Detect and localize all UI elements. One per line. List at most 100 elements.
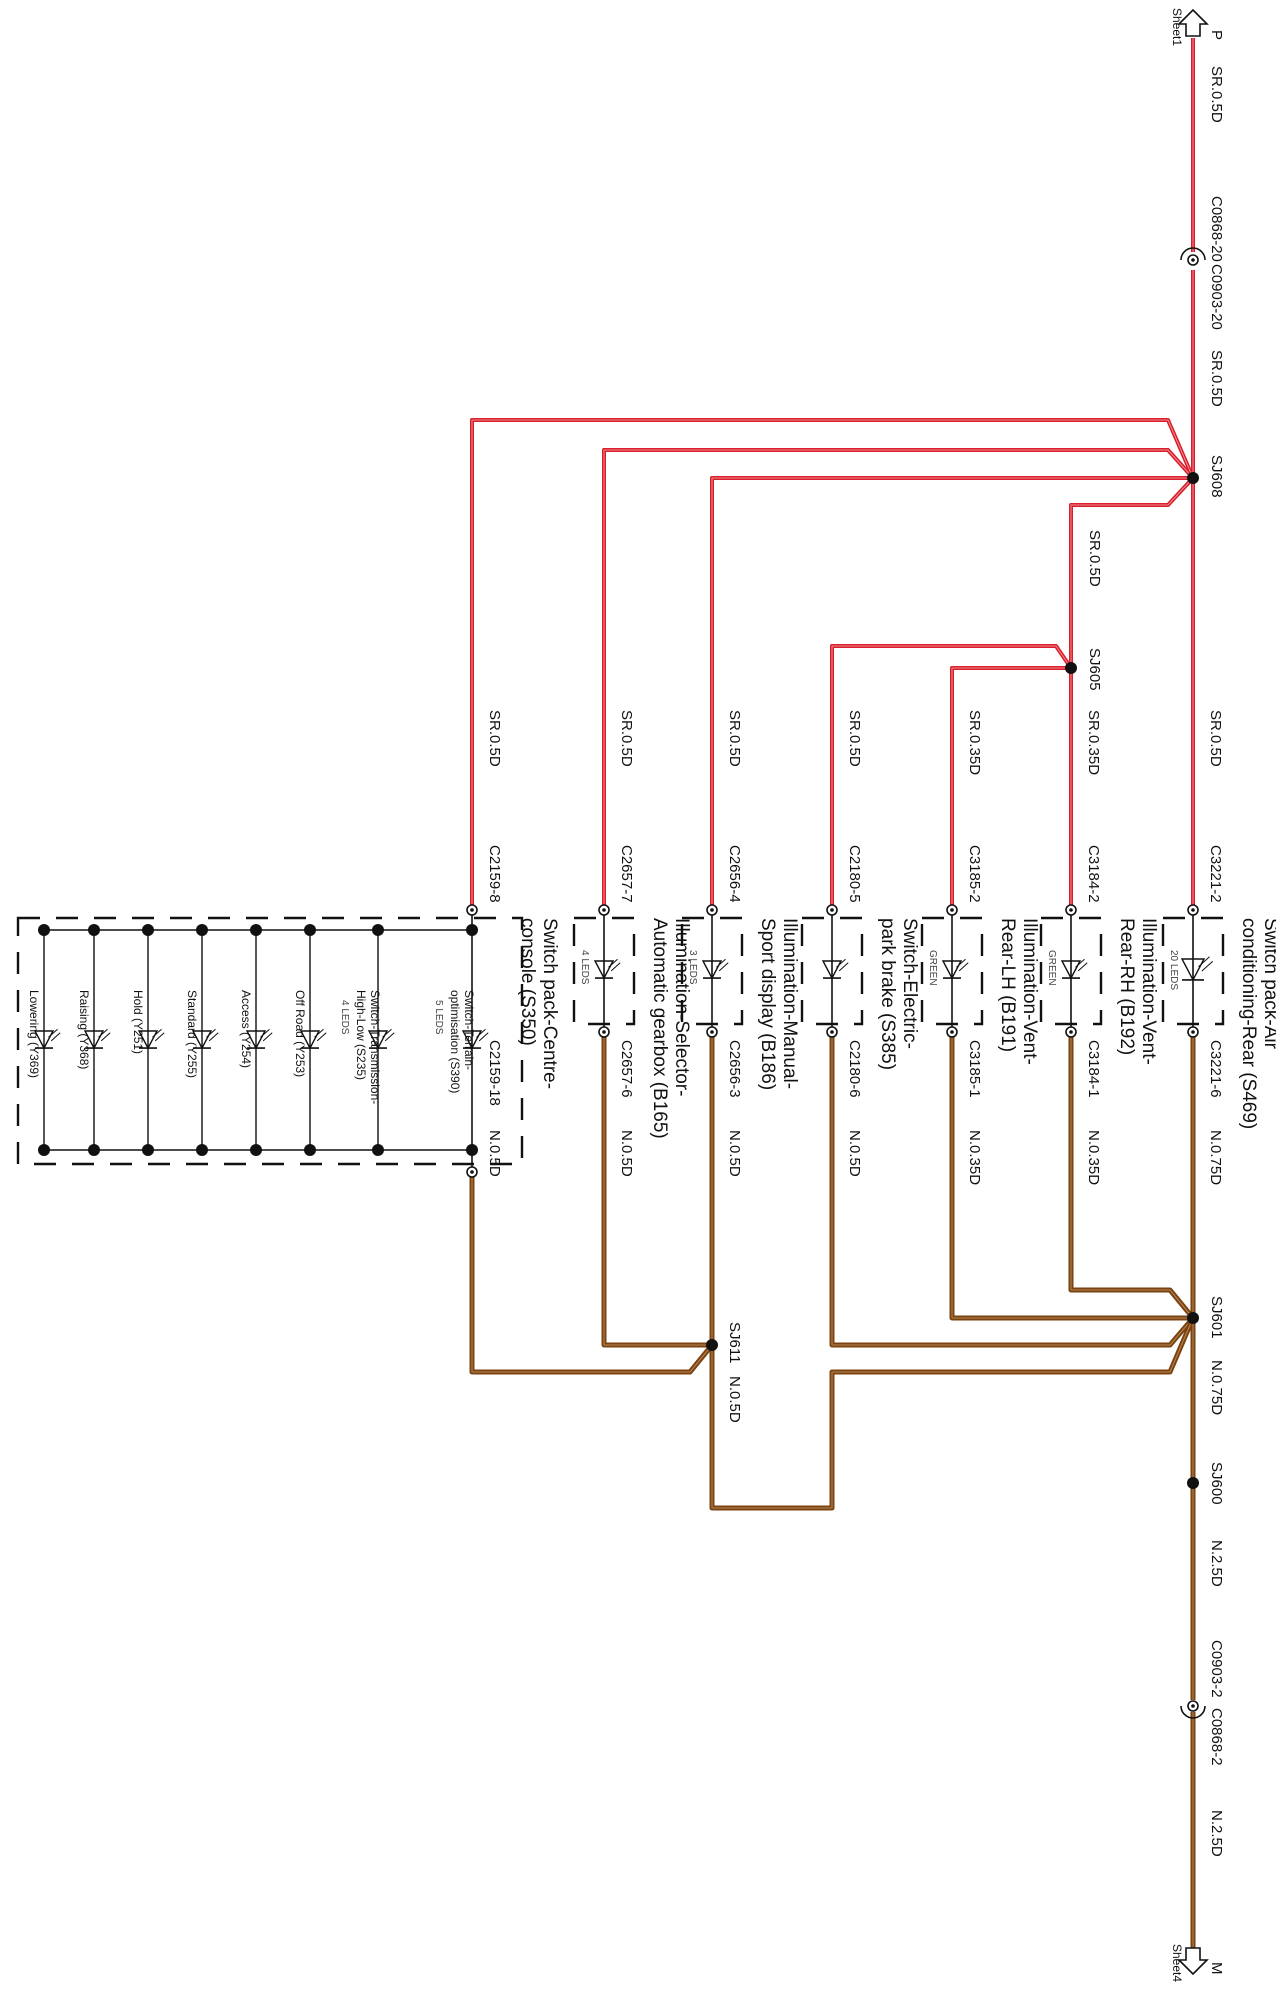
column-b186-conn-top: C2656-4 [726, 845, 743, 903]
column-b191-led-label: GREEN [927, 950, 938, 986]
branch-splice-sj601: SJ601 [1208, 1296, 1225, 1339]
column-b186-led-label: 3 LEDS [687, 950, 698, 985]
splice-sj601 [1187, 1312, 1199, 1324]
column-b165-connector-bottom [598, 1026, 610, 1038]
sheet-link-bottom-letter: M [1208, 1962, 1225, 1975]
centre-console-outline [16, 916, 524, 1166]
sheet-link-bottom-arrow [1177, 1947, 1209, 1976]
centre-console-led-1-symbol-ray-b [478, 1032, 489, 1042]
column-b192-component [1039, 915, 1103, 1027]
centre-console-led-4-symbol [245, 1028, 273, 1050]
column-b186-connector-top [706, 904, 718, 916]
centre-console-led-7-junction-bottom [88, 1144, 100, 1156]
centre-console-switch-pack [16, 915, 524, 1167]
ground-wire-s385-core [829, 1032, 1195, 1348]
centre-console-led-6-symbol-triangle [137, 1030, 159, 1050]
centre-console-led-4-symbol-ray-b [262, 1032, 273, 1042]
column-s385-wire-bottom: N.0.5D [846, 1130, 863, 1177]
column-b186-outline [680, 916, 744, 1026]
centre-console-led-7-symbol-ray-b [100, 1032, 111, 1042]
sheet-link-bottom-arrow-shape [1177, 1947, 1209, 1976]
centre-console-led-5-junction-bottom [196, 1144, 208, 1156]
column-b192-title-line-1: Illumination-Vent- [1138, 918, 1159, 1065]
column-b191-conn-top: C3185-2 [966, 845, 983, 903]
column-s350-connector-bottom-pin [470, 1170, 474, 1174]
supply-wire-sj605-edge [1070, 477, 1194, 910]
column-b186-wire-top: SR.0.5D [726, 710, 743, 767]
centre-console-led-3-junction-top [304, 924, 316, 936]
main-wire-sr-mid: SR.0.5D [1208, 350, 1225, 407]
centre-console-led-3-symbol-triangle [299, 1030, 321, 1050]
column-b191-connector-top [946, 904, 958, 916]
sheet-link-top-arrow-shape [1177, 8, 1209, 37]
column-b192-connector-top [1065, 904, 1077, 916]
centre-console-led-5-symbol-triangle [191, 1030, 213, 1050]
column-s385-connector-bottom-pin [830, 1030, 834, 1034]
column-s350-title-line-2: console (S350) [517, 918, 538, 1046]
column-b165-connector-top-pin [602, 908, 606, 912]
sheet-link-bottom-sheet: Sheet4 [1170, 1944, 1184, 1982]
column-s469-connector-bottom-pin [1191, 1030, 1195, 1034]
branch-splice-sj611: SJ611 [726, 1322, 743, 1363]
connector-c0903-2-hood [1180, 1705, 1206, 1719]
centre-console-led-4-symbol-triangle [245, 1030, 267, 1050]
column-s385-title-line-1: Switch-Electric- [899, 918, 920, 1049]
centre-console-led-3-symbol-ray-a [314, 1028, 324, 1038]
column-s350-connector-top [466, 904, 478, 916]
column-s385-led-triangle [821, 960, 843, 980]
supply-wires [470, 38, 1195, 910]
splice-sj608 [1187, 472, 1199, 484]
ground-wire-s350 [469, 1172, 714, 1375]
column-s385-led [821, 958, 849, 980]
centre-console-led-7-symbol-ray-a [98, 1028, 108, 1038]
column-s385-led-ray-b [838, 962, 849, 972]
centre-console-led-4-label-line-1: Access (Y254) [239, 990, 253, 1068]
centre-console-led-2-junction-bottom [372, 1144, 384, 1156]
centre-console-junction-bottom [466, 1144, 478, 1156]
ground-wires [469, 1032, 1196, 1960]
main-conn-bottom-a: C0903-2 [1208, 1640, 1225, 1698]
ground-wire-sj611-trunk-edge [711, 1317, 1194, 1509]
supply-wire-b165-core [602, 448, 1195, 910]
centre-console-led-7-label-line-1: Raising (Y368) [77, 990, 91, 1069]
column-b186-led-triangle [701, 960, 723, 980]
main-splice-sj608: SJ608 [1208, 455, 1225, 498]
column-b186-component [680, 915, 744, 1027]
centre-console-led-4-junction-bottom [250, 1144, 262, 1156]
centre-console-junction-top [466, 924, 478, 936]
supply-wire-s385-edge [831, 645, 1072, 910]
centre-console-led-5-junction-top [196, 924, 208, 936]
centre-console-led-7-symbol [83, 1028, 111, 1050]
main-conn-bottom-b: C0868-2 [1208, 1708, 1225, 1766]
supply-wire-s385 [830, 644, 1073, 910]
branch-splice-sj605: SJ605 [1086, 648, 1103, 691]
column-b191-led-ray-b [958, 962, 969, 972]
ground-wire-s350-edge [471, 1172, 713, 1373]
centre-console-led-1-symbol-triangle [461, 1030, 483, 1050]
main-wire-n25d-a: N.2.5D [1208, 1540, 1225, 1587]
centre-console-led-8-symbol-ray-b [50, 1032, 61, 1042]
supply-wire-b165 [602, 448, 1195, 910]
sheet-link-top-sheet: Sheet1 [1170, 8, 1184, 46]
column-s469-led-triangle [1180, 958, 1206, 982]
column-b192-led-label: GREEN [1046, 950, 1057, 986]
main-conn-top-a: C0868-20 [1208, 196, 1225, 262]
column-s385-title-line-2: park brake (S385) [877, 918, 898, 1070]
centre-console-led-6-label-line-1: Hold (Y251) [131, 990, 145, 1054]
column-b192-led-ray-b [1077, 962, 1088, 972]
centre-console-led-5-symbol-ray-b [208, 1032, 219, 1042]
column-s469-connector-bottom [1187, 1026, 1199, 1038]
centre-console-led-4-junction-top [250, 924, 262, 936]
column-s469-connector-top [1187, 904, 1199, 916]
main-wire-n25d-b: N.2.5D [1208, 1810, 1225, 1857]
column-b165-connector-top [598, 904, 610, 916]
column-s469-led-ray-b [1201, 960, 1214, 972]
column-b186-connector-top-pin [710, 908, 714, 912]
column-b165-led-ray-a [608, 958, 618, 968]
column-s350-conn-top: C2159-8 [486, 845, 503, 903]
centre-console-led-8-symbol-triangle [33, 1030, 55, 1050]
ground-wire-b192 [1068, 1032, 1195, 1320]
column-s385-connector-bottom [826, 1026, 838, 1038]
connector-c0903-2 [1187, 1700, 1199, 1712]
supply-wire-b186 [710, 476, 1193, 910]
